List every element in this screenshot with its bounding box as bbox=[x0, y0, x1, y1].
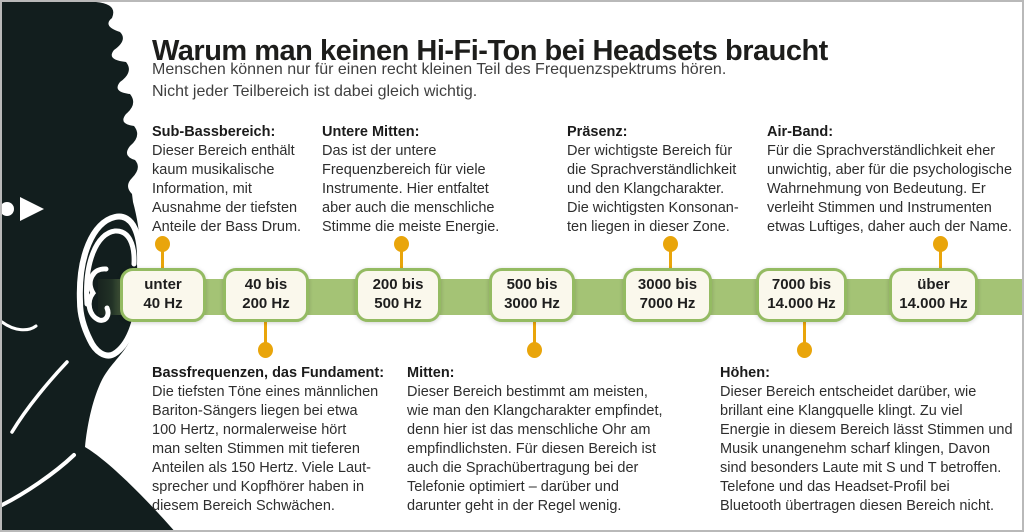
annotation-title: Air-Band: bbox=[767, 124, 834, 140]
connector-line-sub-bass bbox=[161, 246, 164, 274]
annotation-text: Dieser Bereich enthält kaum musikalische… bbox=[152, 142, 302, 235]
annotation-text: Dieser Bereich bestimmt am meisten, wie … bbox=[407, 383, 663, 514]
annotation-title: Höhen: bbox=[720, 365, 770, 381]
connector-line-air-band bbox=[939, 246, 942, 274]
connector-line-praesenz bbox=[669, 246, 672, 274]
annotation-sub-bassbereich: Sub-Bassbereich: Dieser Bereich enthält … bbox=[152, 123, 328, 237]
page-subtitle: Menschen können nur für einen recht klei… bbox=[152, 61, 727, 100]
shoulder-line bbox=[2, 453, 76, 507]
annotation-title: Bassfrequenzen, das Fundament: bbox=[152, 365, 385, 381]
ear-outer-line bbox=[76, 213, 144, 359]
annotation-text: Die tiefsten Töne eines männlichen Barit… bbox=[152, 383, 379, 514]
freq-box-over-14000hz: über 14.000 Hz bbox=[889, 268, 978, 322]
annotation-hoehen: Höhen: Dieser Bereich entscheidet darübe… bbox=[720, 364, 1020, 516]
connector-dot-bassfrequenzen bbox=[258, 342, 273, 358]
connector-line-mitten bbox=[533, 318, 536, 346]
annotation-text: Der wichtigste Bereich für die Sprachver… bbox=[567, 142, 739, 235]
ear-middle-line bbox=[84, 228, 137, 307]
freq-box-7000-14000hz: 7000 bis 14.000 Hz bbox=[756, 268, 847, 322]
eye-icon bbox=[2, 197, 44, 221]
annotation-mitten: Mitten: Dieser Bereich bestimmt am meist… bbox=[407, 364, 689, 516]
connector-dot-untere-mitten bbox=[394, 236, 409, 252]
connector-dot-praesenz bbox=[663, 236, 678, 252]
annotation-bassfrequenzen: Bassfrequenzen, das Fundament: Die tiefs… bbox=[152, 364, 404, 516]
ear-inner-curl-line bbox=[86, 266, 111, 323]
connector-line-hoehen bbox=[803, 318, 806, 346]
annotation-title: Präsenz: bbox=[567, 124, 628, 140]
annotation-text: Das ist der untere Frequenzbereich für v… bbox=[322, 142, 500, 235]
page-title: Warum man keinen Hi-Fi-Ton bei Headsets … bbox=[152, 35, 828, 68]
head-feature-lines bbox=[2, 197, 144, 507]
annotation-title: Sub-Bassbereich: bbox=[152, 124, 276, 140]
freq-box-under-40hz: unter 40 Hz bbox=[120, 268, 206, 322]
jaw-line bbox=[10, 360, 69, 434]
annotation-title: Untere Mitten: bbox=[322, 124, 420, 140]
connector-dot-sub-bass bbox=[155, 236, 170, 252]
freq-box-200-500hz: 200 bis 500 Hz bbox=[355, 268, 441, 322]
annotation-untere-mitten: Untere Mitten: Das ist der untere Freque… bbox=[322, 123, 518, 237]
annotation-title: Mitten: bbox=[407, 365, 455, 381]
freq-box-500-3000hz: 500 bis 3000 Hz bbox=[489, 268, 575, 322]
annotation-text: Für die Sprachverständlichkeit eher unwi… bbox=[767, 142, 1013, 235]
connector-dot-mitten bbox=[527, 342, 542, 358]
annotation-praesenz: Präsenz: Der wichtigste Bereich für die … bbox=[567, 123, 763, 237]
freq-box-40-200hz: 40 bis 200 Hz bbox=[223, 268, 309, 322]
connector-dot-air-band bbox=[933, 236, 948, 252]
connector-dot-hoehen bbox=[797, 342, 812, 358]
connector-line-bassfrequenzen bbox=[264, 318, 267, 346]
mouth-line bbox=[2, 320, 38, 332]
connector-line-untere-mitten bbox=[400, 246, 403, 274]
annotation-text: Dieser Bereich entscheidet darüber, wie … bbox=[720, 383, 1013, 514]
freq-box-3000-7000hz: 3000 bis 7000 Hz bbox=[623, 268, 712, 322]
annotation-air-band: Air-Band: Für die Sprachverständlichkeit… bbox=[767, 123, 1022, 237]
